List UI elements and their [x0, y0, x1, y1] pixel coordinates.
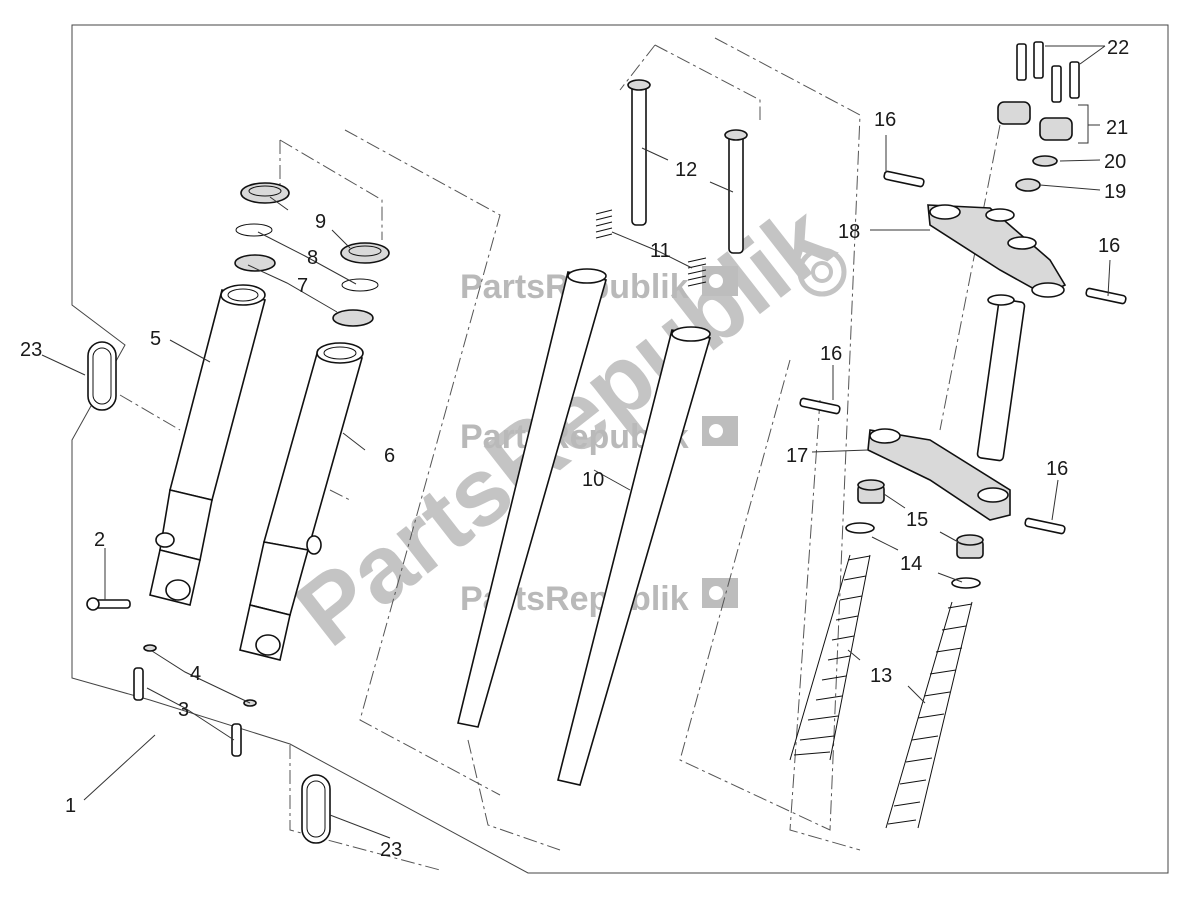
- callout-2: 2: [94, 529, 105, 551]
- watermark-gear-icon: [797, 247, 847, 297]
- callout-6: 6: [384, 445, 395, 467]
- fork-slider-6: [239, 342, 364, 661]
- callout-16-a: 16: [874, 109, 896, 131]
- lower-clamp-17: [867, 294, 1026, 521]
- bolt-16-c: [799, 397, 841, 415]
- bolts-22: [1016, 41, 1080, 103]
- seal-9-left: [240, 182, 290, 204]
- callout-23-bottom: 23: [380, 839, 402, 861]
- cover-23-bottom: [301, 774, 331, 844]
- handlebar-clamp-21-top: [997, 101, 1031, 125]
- circlip-8-right: [341, 278, 379, 292]
- watermark-small-2: PartsRepublik: [460, 416, 738, 456]
- spring-13-right: [885, 601, 973, 829]
- watermark-flag-icon: [702, 266, 738, 296]
- cap-15-left: [857, 479, 885, 504]
- upper-clamp-18: [927, 204, 1067, 298]
- spring-11-right: [687, 257, 707, 287]
- callout-15: 15: [906, 509, 928, 531]
- dashed-outlines: [119, 37, 1001, 871]
- callout-20: 20: [1104, 151, 1126, 173]
- damper-rod-12-right: [724, 129, 748, 254]
- bolt-16-a: [883, 170, 925, 188]
- callout-11: 11: [650, 240, 671, 262]
- callout-7: 7: [297, 275, 308, 297]
- damper-rod-12-left: [627, 79, 651, 226]
- callout-1: 1: [65, 795, 76, 817]
- fork-slider-5: [149, 284, 266, 606]
- callout-8: 8: [307, 247, 318, 269]
- spring-13-left: [789, 554, 871, 761]
- bolt-16-b: [1085, 287, 1127, 305]
- bolt-3-right: [231, 723, 242, 757]
- fork-tube-10-right: [557, 326, 712, 786]
- seal-7-left: [234, 254, 276, 272]
- callout-9: 9: [315, 211, 326, 233]
- seal-7-right: [332, 309, 374, 327]
- seal-9-right: [340, 242, 390, 264]
- callout-19: 19: [1104, 181, 1126, 203]
- callout-4: 4: [190, 663, 201, 685]
- bolt-2: [86, 597, 131, 611]
- leader-lines: [41, 45, 1111, 839]
- callout-23-left: 23: [20, 339, 42, 361]
- callout-10: 10: [582, 469, 604, 491]
- nut-19: [1015, 178, 1041, 192]
- cover-23-left: [87, 341, 117, 411]
- callout-labels: 1 2 3 4 5 6 7 8 9 10 11 12 13 14 15 16 1…: [20, 37, 1129, 861]
- fork-tube-10-left: [457, 268, 608, 728]
- watermark-flag-icon: [702, 416, 738, 446]
- callout-16-b: 16: [1098, 235, 1120, 257]
- callout-14: 14: [900, 553, 922, 575]
- outer-frame: [71, 24, 1169, 874]
- callout-22: 22: [1107, 37, 1129, 59]
- bolt-16-d: [1024, 517, 1066, 535]
- circlip-8-left: [235, 223, 273, 237]
- callout-5: 5: [150, 328, 161, 350]
- callout-13: 13: [870, 665, 892, 687]
- callout-16-c: 16: [820, 343, 842, 365]
- callout-21: 21: [1106, 117, 1128, 139]
- washer-4-left: [143, 644, 157, 652]
- cap-15-right: [956, 534, 984, 559]
- callout-18: 18: [838, 221, 860, 243]
- bolt-3-left: [133, 667, 144, 701]
- watermark-flag-icon: [702, 578, 738, 608]
- handlebar-clamp-21-bottom: [1039, 117, 1073, 141]
- spring-11-left: [595, 209, 613, 239]
- callout-3: 3: [178, 699, 189, 721]
- washer-20: [1032, 155, 1058, 167]
- callout-17: 17: [786, 445, 808, 467]
- callout-12: 12: [675, 159, 697, 181]
- o-ring-14-left: [845, 522, 875, 534]
- callout-16-d: 16: [1046, 458, 1068, 480]
